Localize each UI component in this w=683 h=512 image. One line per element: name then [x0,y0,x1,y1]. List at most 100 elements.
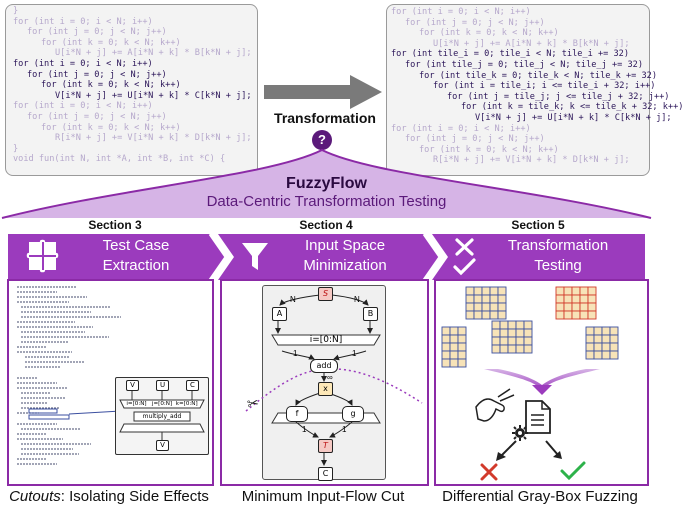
input-grid-cell [563,286,573,296]
section-3-heading: Section 3 [88,218,142,232]
transformed-code-panel: for (int i = 0; i < N; i++)for (int j = … [386,4,683,176]
original-code-line: } [13,143,19,154]
input-grid-cell [585,350,595,360]
transformed-code-line: for (int i = tile_i; i <= tile_i + 32; i… [433,81,656,92]
input-grid-cell [507,320,517,330]
panel-input-space-minimization: ✂ N N 1 1 1 1 ∞ S A B i=[0:N] add x f g … [220,279,429,486]
node-f: f [286,406,308,422]
original-code-line: V[i*N + j] += U[i*N + k] * C[k*N + j]; [55,90,252,101]
input-grid-cell [489,286,499,296]
input-grid-cell [571,310,581,320]
label-inf: ∞ [327,373,333,382]
input-grid-cell [449,326,459,336]
input-grid-cell [481,310,491,320]
original-code-line: for (int j = 0; j < N; j++) [27,69,167,80]
label-n-left: N [290,295,296,304]
input-grid-cell [441,334,451,344]
input-grid-cell [497,286,507,296]
input-grid-cell [579,302,589,312]
input-grid-cell [465,302,475,312]
input-grid-cell [523,328,533,338]
caption-rest: : Isolating Side Effects [60,488,209,505]
input-grid-cell [497,310,507,320]
input-grid-cell [457,358,467,368]
transformed-code-line: R[i*N + j] += V[i*N + k] * D[k*N + j]; [433,155,630,166]
node-a: A [272,307,287,321]
input-grid-cell [523,344,533,354]
input-grid-cell [473,286,483,296]
caption-section-4: Minimum Input-Flow Cut [216,488,430,505]
input-grid-cell [491,344,501,354]
hand-icon [475,388,515,422]
transformed-code: for (int i = 0; i < N; i++)for (int j = … [387,5,683,166]
input-grid-cell [609,334,619,344]
input-grid-cell [571,286,581,296]
panel-transformation-testing [434,279,649,486]
input-grid-cell [449,350,459,360]
node-t: T [318,439,333,453]
input-grid-cell [449,334,459,344]
input-grid-cell [465,294,475,304]
node-add: add [310,359,338,373]
input-grid-cell [515,336,525,346]
cutout-graph [119,390,205,440]
input-grid-cell [587,310,597,320]
original-code-panel: }for (int i = 0; i < N; i++)for (int j =… [5,4,258,176]
transformed-code-line: U[i*N + j] += A[i*N + k] * B[k*N + j]; [433,38,630,49]
input-grid-cell [523,336,533,346]
original-code-line: for (int i = 0; i < N; i++) [13,101,153,112]
label-one-c: 1 [302,425,307,434]
original-code-line: for (int k = 0; k < N; k++) [41,37,181,48]
input-grid-cell [441,358,451,368]
input-grid-cell [587,286,597,296]
input-grid-cell [481,294,491,304]
funnel-icon [242,243,268,270]
transformation-arrow [264,75,382,109]
input-grid-cell [481,286,491,296]
input-grid-cell [499,344,509,354]
band-line: Extraction [102,257,170,274]
input-grid-cell [465,286,475,296]
input-grid-cell [555,294,565,304]
section-4-heading: Section 4 [299,218,353,232]
input-grid-cell [593,342,603,352]
input-grid-cell [593,326,603,336]
input-grid-cell [593,350,603,360]
original-code-line: for (int i = 0; i < N; i++) [13,58,153,69]
input-grid-cell [563,302,573,312]
input-grid-cell [499,336,509,346]
input-grid-cell [499,328,509,338]
node-c: C [186,380,199,391]
question-mark-text: ? [318,132,326,147]
label-n-right: N [354,295,360,304]
input-grid-cell [507,344,517,354]
node-c-out: C [318,467,333,481]
tasklet-multiply-add: multiply_add [142,413,182,420]
input-grid-cell [601,350,611,360]
input-grid-cell [555,310,565,320]
transformed-code-line: for (int k = tile_k; k <= tile_k + 32; k… [461,102,683,113]
input-grid-cell [579,286,589,296]
caption-rest: Minimum Input-Flow Cut [241,488,405,505]
input-grid-cell [473,310,483,320]
fuzzyflow-dome [1,148,652,219]
input-grid-cell [585,334,595,344]
band-line: Test Case [102,237,170,254]
label-one-a: 1 [293,349,298,358]
original-code-line: void fun(int N, int *A, int *B, int *C) … [13,154,226,165]
input-grid-cell [555,302,565,312]
gear-icon [512,425,528,441]
check-cross-icon [453,238,476,276]
label-one-d: 1 [342,425,347,434]
input-grid-cell [507,328,517,338]
input-grid-cell [515,328,525,338]
original-code-line: for (int j = 0; j < N; j++) [27,27,167,38]
transformed-code-line: for (int j = 0; j < N; j++) [405,134,545,145]
node-b: B [363,307,378,321]
puzzle-icon [26,239,59,273]
map-range: i=[0:N] j=[0:N] k=[0:N] [126,401,198,407]
input-grid-cell [593,334,603,344]
input-grid-cell [563,310,573,320]
label-one-b: 1 [352,349,357,358]
node-s: S [318,287,333,301]
